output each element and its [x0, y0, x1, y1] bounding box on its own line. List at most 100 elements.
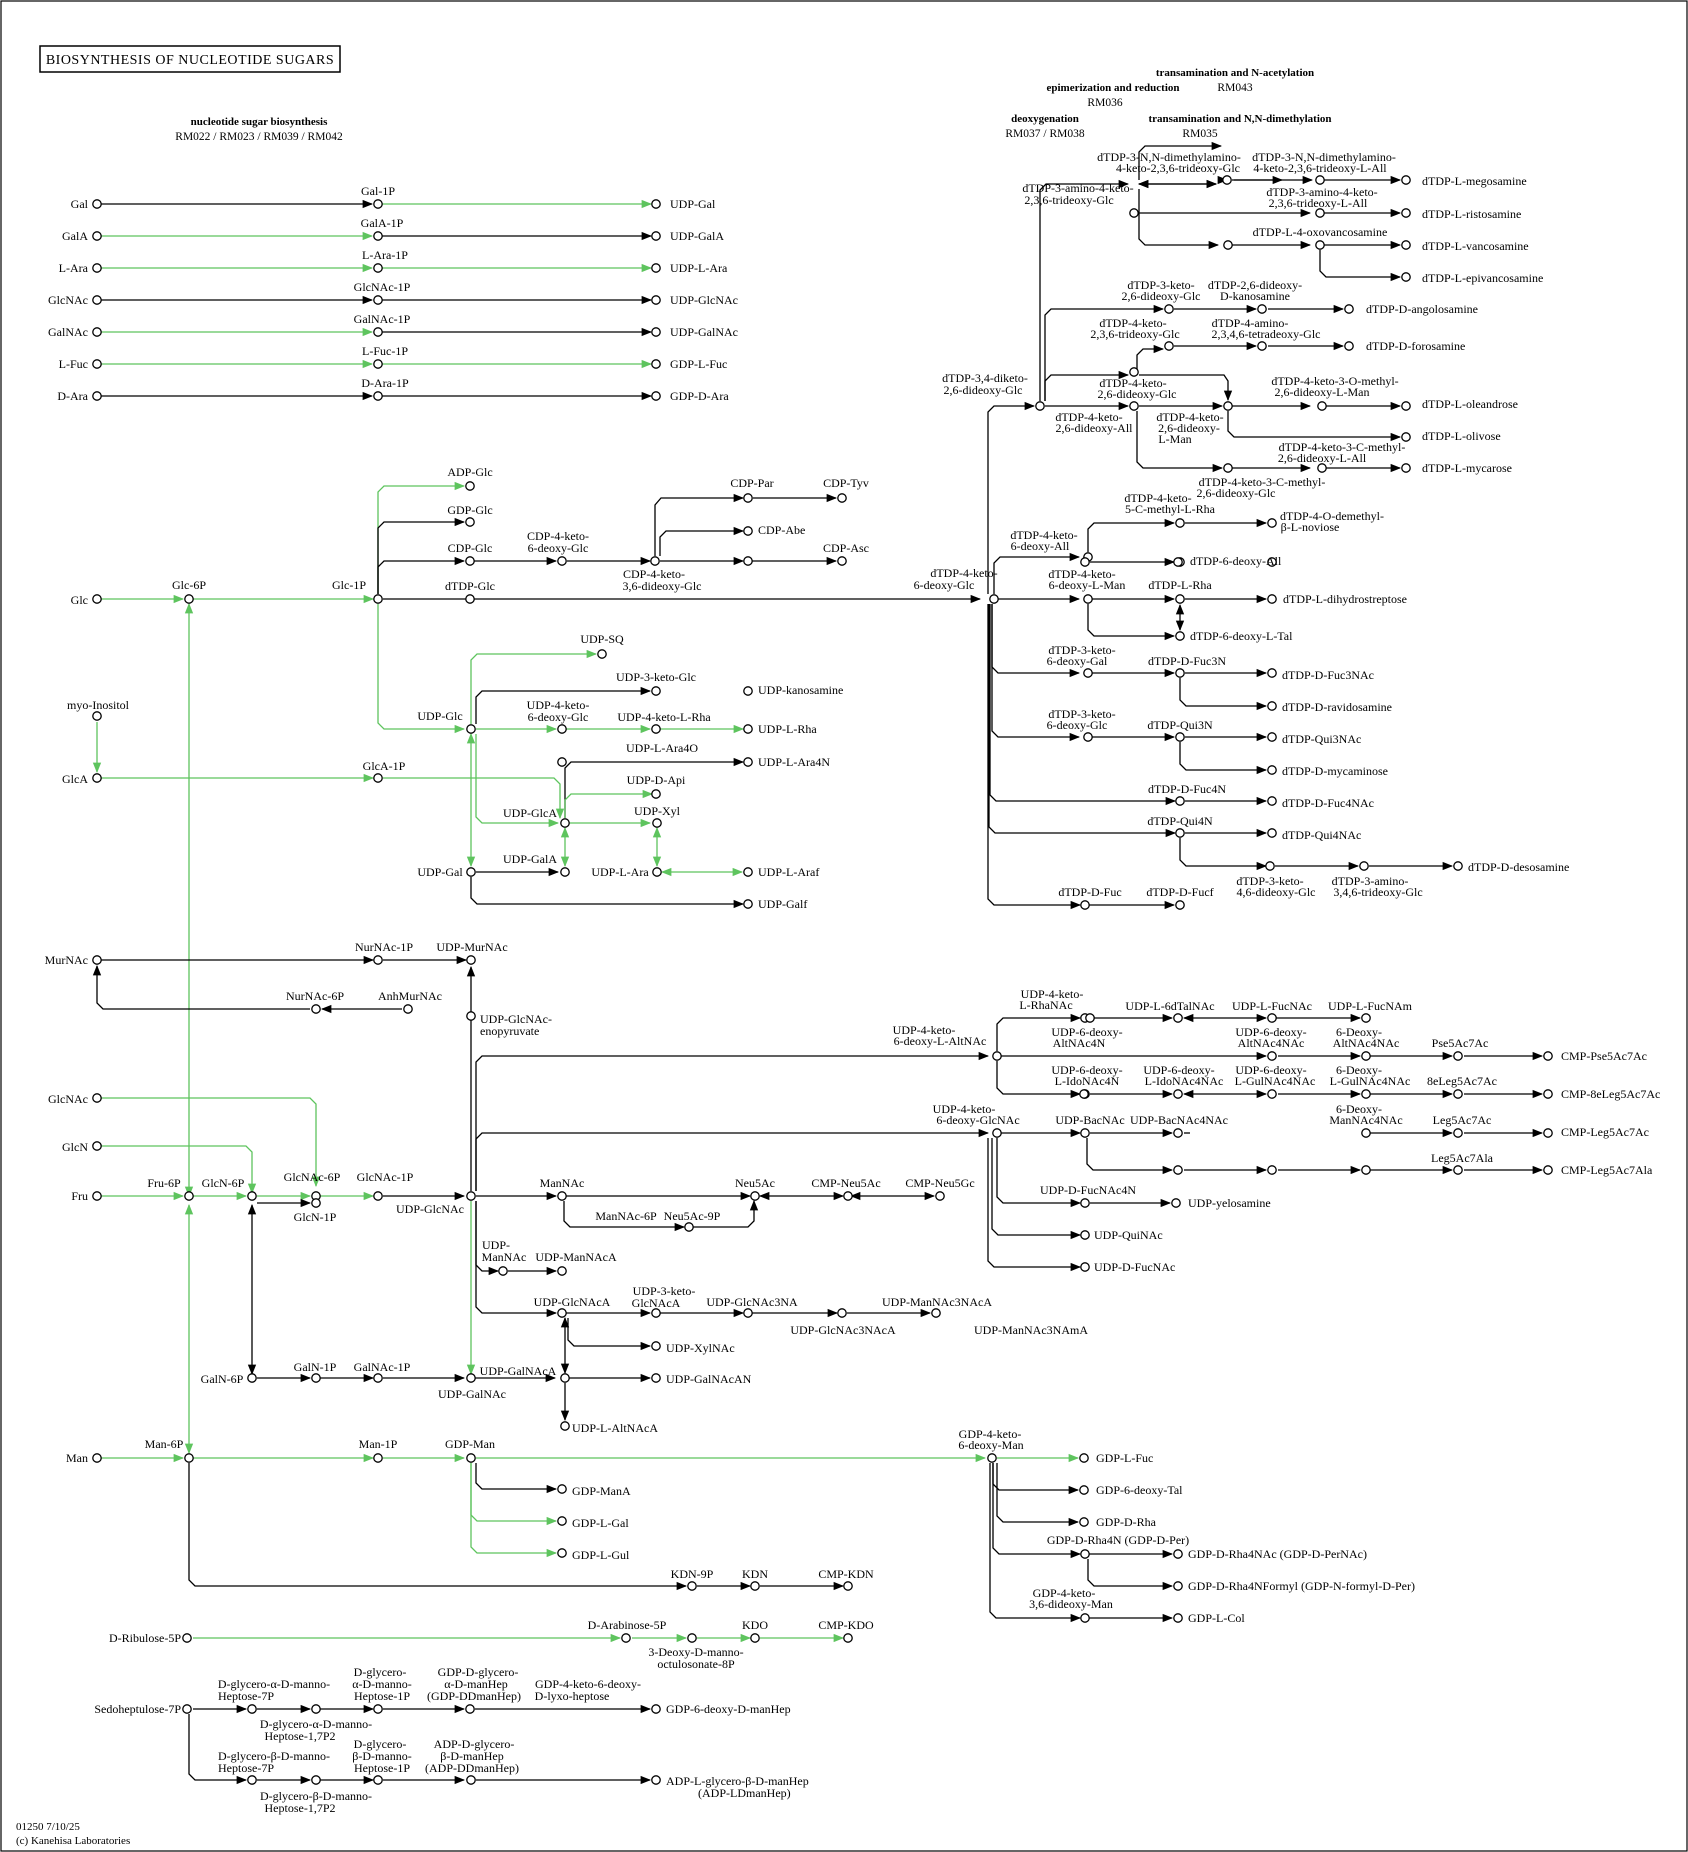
compound-label[interactable]: UDP-L-Ara4O — [626, 741, 698, 755]
compound-label[interactable]: L-Man — [1158, 432, 1191, 446]
reaction-edge[interactable] — [377, 556, 466, 594]
compound-label[interactable]: dTDP-2,6-dideoxy- — [1208, 278, 1302, 292]
compound-node[interactable] — [1257, 304, 1267, 314]
reaction-edge[interactable] — [654, 493, 745, 556]
compound-label[interactable]: dTDP-D-Fuc4NAc — [1282, 796, 1374, 810]
compound-node[interactable] — [1267, 518, 1277, 528]
compound-node[interactable] — [651, 263, 661, 273]
compound-node[interactable] — [92, 955, 102, 965]
compound-node[interactable] — [621, 1633, 631, 1643]
compound-label[interactable]: Glc — [71, 593, 88, 607]
compound-label[interactable]: GlcN — [62, 1140, 88, 1154]
compound-label[interactable]: GDP-Man — [445, 1437, 495, 1451]
compound-label[interactable]: GDP-6-deoxy-Tal — [1096, 1483, 1183, 1497]
compound-label[interactable]: GDP-D-Rha4NAc (GDP-D-PerNAc) — [1188, 1547, 1367, 1561]
compound-node[interactable] — [373, 391, 383, 401]
compound-label[interactable]: octulosonate-8P — [657, 1657, 735, 1671]
compound-label[interactable]: AltNAc4N — [1053, 1036, 1106, 1050]
compound-label[interactable]: L-GulNAc4NAc — [1330, 1074, 1411, 1088]
compound-node[interactable] — [1267, 594, 1277, 604]
compound-label[interactable]: 4-keto-2,3,6-trideoxy-Glc — [1116, 161, 1240, 175]
compound-label[interactable]: 6-deoxy-All — [1011, 539, 1070, 553]
compound-node[interactable] — [1175, 732, 1185, 742]
compound-label[interactable]: GDP-L-Fuc — [1096, 1451, 1153, 1465]
compound-label[interactable]: UDP-QuiNAc — [1094, 1228, 1163, 1242]
compound-label[interactable]: dTDP-L-mycarose — [1422, 461, 1512, 475]
compound-node[interactable] — [651, 231, 661, 241]
compound-label[interactable]: dTDP-3-keto- — [1127, 278, 1194, 292]
compound-label[interactable]: 6-deoxy-Gal — [1047, 654, 1108, 668]
compound-label[interactable]: GlcN-1P — [294, 1210, 337, 1224]
compound-label[interactable]: dTDP-6-deoxy-All — [1190, 554, 1282, 568]
compound-node[interactable] — [1267, 732, 1277, 742]
compound-label[interactable]: UDP-L-Ara — [591, 865, 649, 879]
compound-node[interactable] — [247, 1191, 257, 1201]
compound-node[interactable] — [1175, 828, 1185, 838]
compound-node[interactable] — [743, 556, 753, 566]
compound-node[interactable] — [989, 594, 999, 604]
compound-node[interactable] — [92, 199, 102, 209]
compound-label[interactable]: dTDP-D-Fuc3N — [1148, 654, 1226, 668]
compound-label[interactable]: Heptose-1P — [354, 1761, 410, 1775]
compound-node[interactable] — [1401, 463, 1411, 473]
compound-node[interactable] — [1401, 272, 1411, 282]
compound-node[interactable] — [1173, 557, 1183, 567]
reaction-edge[interactable] — [470, 649, 598, 724]
compound-label[interactable]: myo-Inositol — [67, 698, 130, 712]
reaction-edge[interactable] — [988, 604, 1177, 838]
compound-label[interactable]: 2,3,6-trideoxy-L-All — [1269, 196, 1368, 210]
compound-label[interactable]: UDP-GlcNAcA — [534, 1295, 611, 1309]
compound-node[interactable] — [687, 1581, 697, 1591]
compound-node[interactable] — [92, 263, 102, 273]
reaction-edge[interactable] — [1319, 250, 1402, 282]
compound-node[interactable] — [837, 493, 847, 503]
compound-node[interactable] — [92, 359, 102, 369]
compound-label[interactable]: GalN-1P — [294, 1360, 337, 1374]
compound-label[interactable]: Glc-6P — [172, 578, 206, 592]
compound-label[interactable]: L-Ara-1P — [362, 248, 408, 262]
reaction-edge[interactable] — [1138, 189, 1220, 250]
compound-label[interactable]: dTDP-4-keto-3-C-methyl- — [1199, 475, 1326, 489]
reaction-edge[interactable] — [1087, 518, 1176, 552]
compound-node[interactable] — [1129, 367, 1139, 377]
compound-node[interactable] — [1173, 1549, 1183, 1559]
compound-node[interactable] — [1401, 208, 1411, 218]
compound-label[interactable]: UDP-3-keto-Glc — [616, 670, 696, 684]
compound-label[interactable]: 2,6-dideoxy-Glc — [1122, 289, 1201, 303]
compound-node[interactable] — [373, 1775, 383, 1785]
compound-node[interactable] — [1361, 1165, 1371, 1175]
compound-node[interactable] — [743, 899, 753, 909]
compound-node[interactable] — [651, 686, 661, 696]
compound-node[interactable] — [557, 1484, 567, 1494]
compound-label[interactable]: ManNAc — [540, 1176, 585, 1190]
compound-label[interactable]: 6-deoxy-L-AltNAc — [894, 1034, 987, 1048]
compound-label[interactable]: 2,3,6-trideoxy-Glc — [1024, 193, 1113, 207]
compound-node[interactable] — [1080, 1128, 1090, 1138]
compound-label[interactable]: GalA — [62, 229, 88, 243]
compound-node[interactable] — [750, 1581, 760, 1591]
compound-label[interactable]: D-lyxo-heptose — [535, 1689, 610, 1703]
compound-label[interactable]: dTDP-D-angolosamine — [1366, 302, 1478, 316]
compound-label[interactable]: UDP-D-FucNAc4N — [1040, 1183, 1136, 1197]
compound-label[interactable]: UDP-6-deoxy- — [1051, 1063, 1122, 1077]
compound-label[interactable]: UDP- — [482, 1238, 510, 1252]
compound-node[interactable] — [935, 1191, 945, 1201]
compound-label[interactable]: UDP-6-deoxy- — [1235, 1063, 1306, 1077]
compound-label[interactable]: UDP-ManNAc3NAmA — [974, 1323, 1088, 1337]
compound-label[interactable]: CDP-Abe — [758, 523, 805, 537]
reaction-edge[interactable] — [92, 964, 310, 1010]
compound-label[interactable]: dTDP-D-desosamine — [1468, 860, 1569, 874]
compound-label[interactable]: UDP-4-keto- — [933, 1102, 996, 1116]
compound-label[interactable]: Leg5Ac7Ac — [1433, 1113, 1492, 1127]
compound-node[interactable] — [992, 1051, 1002, 1061]
compound-node[interactable] — [651, 359, 661, 369]
compound-label[interactable]: UDP-6-deoxy- — [1235, 1025, 1306, 1039]
compound-label[interactable]: AltNAc4NAc — [1238, 1036, 1305, 1050]
compound-label[interactable]: 2,6-dideoxy-L-Man — [1275, 385, 1370, 399]
compound-label[interactable]: dTDP-3-amino-4-keto- — [1022, 181, 1133, 195]
compound-label[interactable]: CMP-KDN — [818, 1567, 874, 1581]
compound-label[interactable]: L-Fuc — [59, 357, 88, 371]
compound-label[interactable]: 6-Deoxy- — [1336, 1025, 1382, 1039]
compound-label[interactable]: ManNAc4NAc — [1329, 1113, 1402, 1127]
compound-node[interactable] — [1175, 796, 1185, 806]
